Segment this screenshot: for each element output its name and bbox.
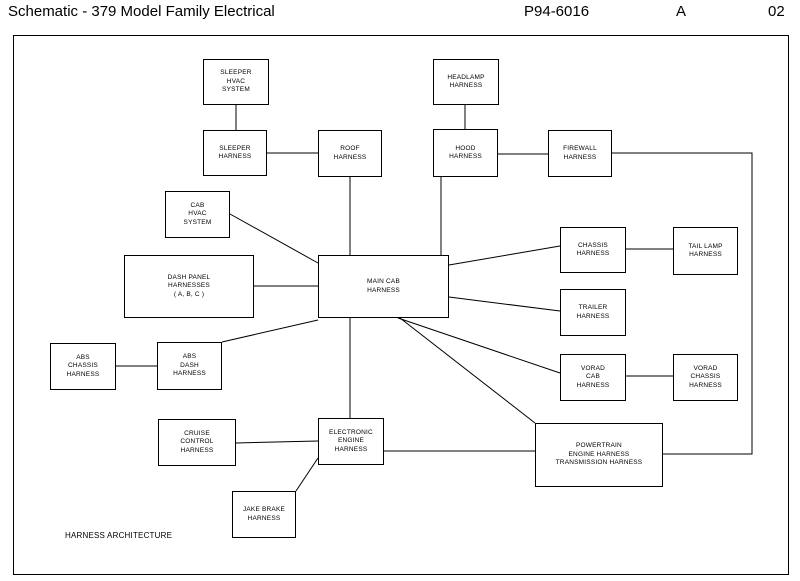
trailer-harness-box: TRAILER HARNESS <box>560 289 626 336</box>
firewall-harness-box: FIREWALL HARNESS <box>548 130 612 177</box>
sleeper-harness-box: SLEEPER HARNESS <box>203 130 267 176</box>
wire-firewall-powertrain <box>612 152 753 455</box>
diagram-caption: HARNESS ARCHITECTURE <box>65 531 173 540</box>
main-cab-harness-box: MAIN CAB HARNESS <box>318 255 449 318</box>
roof-harness-box: ROOF HARNESS <box>318 130 382 177</box>
vorad-cab-harness-box: VORAD CAB HARNESS <box>560 354 626 401</box>
headlamp-harness-box: HEADLAMP HARNESS <box>433 59 499 105</box>
wire-main-trailer <box>448 296 561 312</box>
drawing-frame <box>13 35 789 575</box>
wire-main-abs-dash <box>221 319 319 343</box>
vorad-chassis-harness-box: VORAD CHASSIS HARNESS <box>673 354 738 401</box>
hood-harness-box: HOOD HARNESS <box>433 129 498 177</box>
wire-main-vorad <box>397 317 561 374</box>
document-number: P94-6016 <box>524 3 590 20</box>
cruise-control-harness-box: CRUISE CONTROL HARNESS <box>158 419 236 466</box>
abs-chassis-harness-box: ABS CHASSIS HARNESS <box>50 343 116 390</box>
wire-main-powertrain <box>399 317 536 424</box>
tail-lamp-harness-box: TAIL LAMP HARNESS <box>673 227 738 275</box>
wire-main-chassis <box>448 245 561 266</box>
chassis-harness-box: CHASSIS HARNESS <box>560 227 626 273</box>
revision-label: A <box>676 3 687 20</box>
powertrain-harness-box: POWERTRAIN ENGINE HARNESS TRANSMISSION H… <box>535 423 663 487</box>
sleeper-hvac-system-box: SLEEPER HVAC SYSTEM <box>203 59 269 105</box>
sheet-number: 02 <box>768 3 785 20</box>
wire-cruise-engine <box>235 440 319 444</box>
wire-engine-jake <box>295 457 319 492</box>
wire-cab-hvac-main <box>229 213 319 264</box>
dash-panel-harnesses-box: DASH PANEL HARNESSES ( A, B, C ) <box>124 255 254 318</box>
sheet-title: Schematic - 379 Model Family Electrical <box>8 3 275 20</box>
cab-hvac-system-box: CAB HVAC SYSTEM <box>165 191 230 238</box>
electronic-engine-harness-box: ELECTRONIC ENGINE HARNESS <box>318 418 384 465</box>
abs-dash-harness-box: ABS DASH HARNESS <box>157 342 222 390</box>
jake-brake-harness-box: JAKE BRAKE HARNESS <box>232 491 296 538</box>
